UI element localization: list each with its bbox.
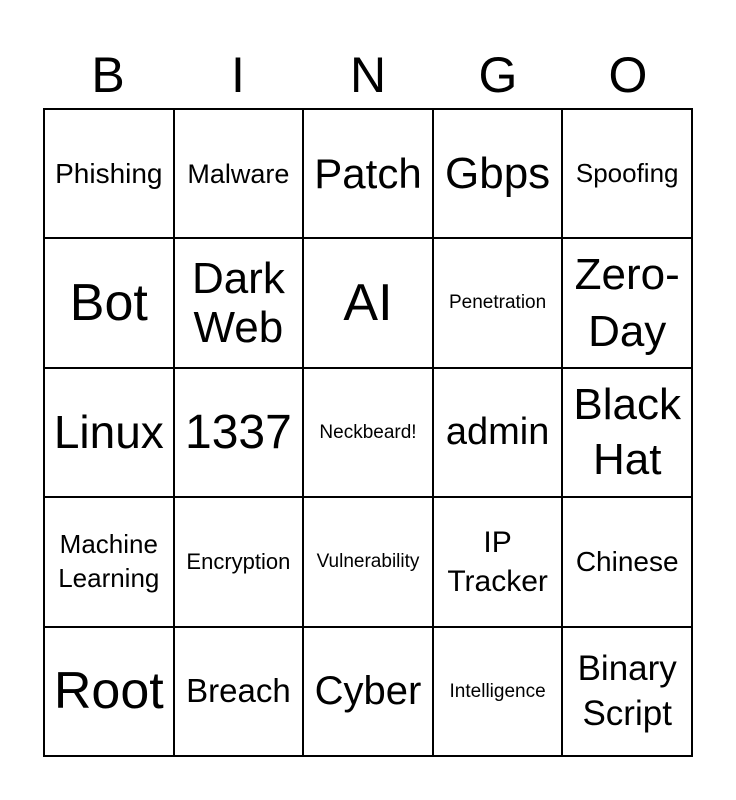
bingo-cell[interactable]: IP Tracker [432,497,563,627]
bingo-cell[interactable]: Dark Web [173,238,304,368]
bingo-cell[interactable]: Machine Learning [44,497,174,627]
bingo-grid: Phishing Malware Patch Gbps Spoofing Bot… [43,108,693,757]
header-letter-o: O [608,47,648,103]
bingo-cell[interactable]: admin [432,367,563,498]
header-letter-i: I [231,47,245,103]
bingo-cell[interactable]: Chinese [562,497,692,627]
bingo-cell[interactable]: Breach [173,626,304,756]
bingo-cell[interactable]: Binary Script [562,626,692,756]
bingo-cell[interactable]: Malware [173,109,304,239]
bingo-cell[interactable]: Root [44,626,174,756]
header-letter-g: G [478,47,518,103]
bingo-header: B I N G O [43,40,693,110]
bingo-cell[interactable]: Neckbeard! [303,367,433,498]
bingo-cell[interactable]: Penetration [432,238,563,368]
header-letter-b: B [91,47,125,103]
bingo-cell[interactable]: Bot [44,238,174,368]
bingo-cell[interactable]: Cyber [303,626,433,756]
bingo-cell[interactable]: Encryption [173,497,304,627]
bingo-cell[interactable]: AI [303,238,433,368]
bingo-cell[interactable]: Vulnerability [303,497,433,627]
bingo-cell[interactable]: Spoofing [562,109,692,239]
bingo-cell[interactable]: Intelligence [432,626,563,756]
bingo-cell[interactable]: Phishing [44,109,174,239]
bingo-cell[interactable]: Linux [44,367,174,498]
bingo-cell[interactable]: Black Hat [562,367,692,498]
bingo-cell[interactable]: Zero-Day [562,238,692,368]
bingo-cell[interactable]: Gbps [432,109,563,239]
bingo-cell[interactable]: 1337 [173,367,304,498]
header-letter-n: N [349,47,387,103]
bingo-cell[interactable]: Patch [303,109,433,239]
